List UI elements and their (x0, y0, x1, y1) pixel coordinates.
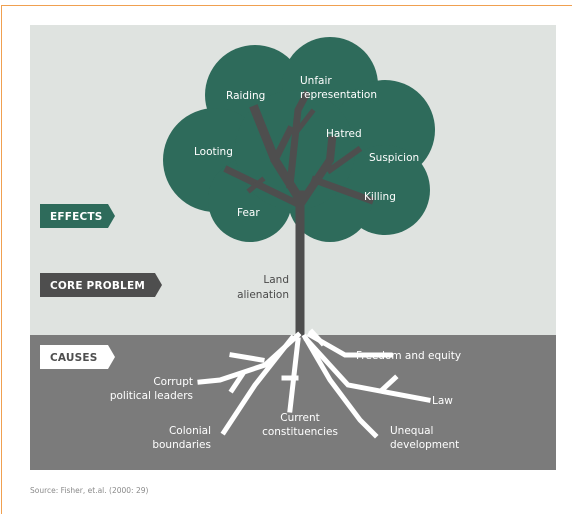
cause-unequal-line2: development (390, 439, 459, 451)
tree-roots (197, 328, 431, 439)
effect-unfair-line1: Unfair (300, 75, 332, 87)
tree-canopy (163, 37, 435, 242)
causes-tag-label: CAUSES (50, 352, 98, 364)
cause-colonial-line1: Colonial (169, 425, 211, 437)
core-problem-line2: alienation (237, 289, 289, 301)
cause-freedom-equity: Freedom and equity (356, 350, 461, 362)
core-problem-tag-label: CORE PROBLEM (50, 280, 145, 292)
cause-corrupt-line1: Corrupt (153, 376, 193, 388)
core-problem-tag: CORE PROBLEM (40, 273, 162, 297)
cause-law: Law (432, 395, 453, 407)
effect-hatred: Hatred (326, 128, 362, 140)
effects-tag: EFFECTS (40, 204, 115, 228)
figure-frame (1, 5, 572, 514)
effect-fear: Fear (237, 207, 260, 219)
core-problem-line1: Land (263, 274, 289, 286)
cause-colonial-line2: boundaries (152, 439, 211, 451)
cause-current-line1: Current (280, 412, 319, 424)
effect-killing: Killing (364, 191, 396, 203)
effect-looting: Looting (194, 146, 233, 158)
effect-suspicion: Suspicion (369, 152, 419, 164)
tree-trunk (223, 90, 375, 337)
source-citation: Source: Fisher, et.al. (2000: 29) (30, 486, 149, 495)
causes-tag: CAUSES (40, 345, 115, 369)
effect-unfair-line2: representation (300, 89, 377, 101)
cause-corrupt-line2: political leaders (110, 390, 193, 402)
effect-raiding: Raiding (226, 90, 265, 102)
effects-tag-label: EFFECTS (50, 211, 103, 223)
cause-current-line2: constituencies (262, 426, 338, 438)
cause-unequal-line1: Unequal (390, 425, 433, 437)
